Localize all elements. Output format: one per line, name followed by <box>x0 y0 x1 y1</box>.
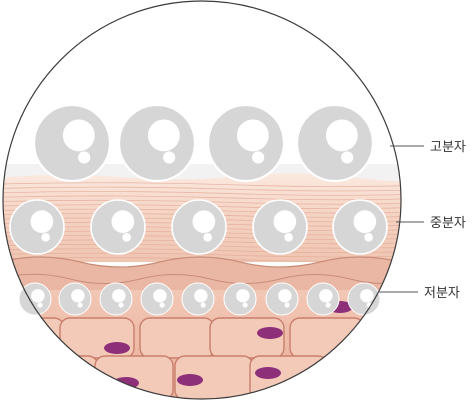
medium-molecular-group <box>9 199 388 255</box>
high-molecule <box>117 103 197 183</box>
stratum-layer <box>3 173 401 262</box>
medium-molecule <box>90 199 146 255</box>
low-molecule <box>181 282 215 316</box>
low-molecule <box>265 282 299 316</box>
medium-molecule <box>332 199 388 255</box>
low-molecule <box>99 282 133 316</box>
medium-molecule <box>171 199 227 255</box>
dermis-cell <box>359 317 401 359</box>
high-molecular-group <box>32 103 375 183</box>
dermis-cell <box>94 355 174 399</box>
high-molecule <box>206 103 286 183</box>
low-molecule <box>58 282 92 316</box>
dermis-cell <box>289 317 365 359</box>
low-molecule <box>140 282 174 316</box>
low-molecule <box>306 282 340 316</box>
medium-molecule <box>252 199 308 255</box>
label-low-text: 저분자 <box>424 286 460 301</box>
circle-outline <box>2 0 402 400</box>
cell-nucleus <box>257 327 283 339</box>
dermis-cell <box>324 355 401 399</box>
cell-nucleus <box>177 374 203 386</box>
cell-nucleus <box>104 342 130 354</box>
high-molecule <box>32 103 112 183</box>
low-molecule <box>18 282 52 316</box>
high-molecule <box>295 103 375 183</box>
label-low: 저분자 <box>378 286 460 301</box>
label-medium: 중분자 <box>396 216 466 231</box>
medium-molecule <box>9 199 65 255</box>
dermis-cell <box>139 317 215 359</box>
label-high-text: 고분자 <box>430 140 466 155</box>
cell-nucleus <box>255 367 281 379</box>
low-molecular-group <box>18 282 381 316</box>
label-high: 고분자 <box>390 140 466 155</box>
low-molecule <box>223 282 257 316</box>
label-medium-text: 중분자 <box>430 216 466 231</box>
dermis-cell <box>3 317 65 359</box>
